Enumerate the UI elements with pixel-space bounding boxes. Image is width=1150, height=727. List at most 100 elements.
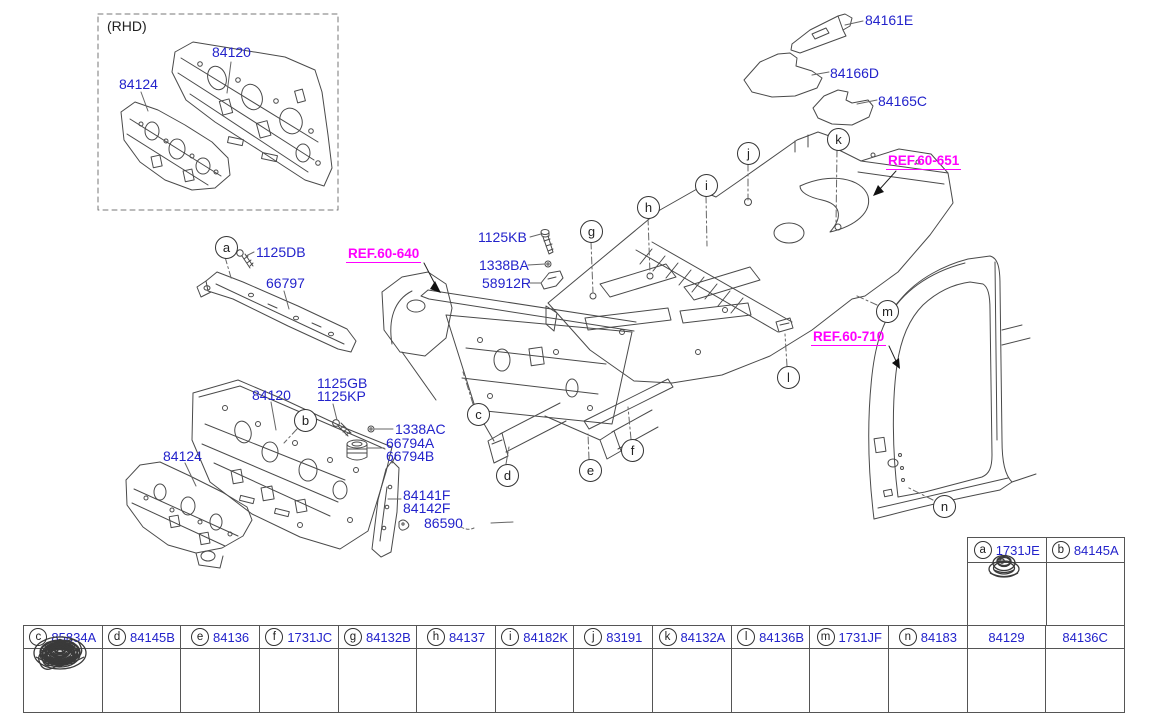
part-label-86590[interactable]: 86590 (424, 515, 463, 531)
part-label-58912R[interactable]: 58912R (482, 275, 532, 291)
part-label-84142F[interactable]: 84142F (403, 500, 451, 516)
part-number[interactable]: 1731JF (838, 629, 882, 645)
part-number[interactable]: 84137 (448, 629, 486, 645)
part-label-1338AC[interactable]: 1338AC (395, 421, 446, 437)
callout-badge-h: h (426, 628, 445, 646)
pad-84165C-drawing (812, 89, 878, 126)
part-label-66794B[interactable]: 66794B (386, 448, 435, 464)
ref-link-60-640[interactable]: REF.60-640 (346, 246, 422, 263)
part-number[interactable]: 84145B (130, 629, 175, 645)
part-label-1338BA[interactable]: 1338BA (479, 257, 529, 273)
callout-badge-n: n (898, 628, 917, 646)
table-cell-84183: n 84183 (42, 626, 967, 712)
table-cell-84145B: d 84145B (33, 626, 181, 712)
callout-badge-j: j (584, 628, 603, 646)
callout-badge-g: g (343, 628, 362, 646)
part-number[interactable]: 84132B (365, 629, 411, 645)
side-panel-drawing (868, 255, 1037, 520)
part-number[interactable]: 83191 (606, 629, 643, 645)
part-label-84161E[interactable]: 84161E (865, 12, 914, 28)
insulator-84124-drawing (125, 461, 253, 569)
table-cell-84132A: k 84132A (44, 626, 731, 712)
plug-parts-table: c 85834A d 84145B (23, 625, 1125, 713)
table-cell-84136: e 84136 (45, 626, 259, 712)
part-number[interactable]: 1731JC (287, 629, 333, 645)
callout-n: n (933, 495, 956, 518)
part-number[interactable]: 84182K (523, 629, 569, 645)
part-number[interactable]: 84129 (988, 629, 1025, 645)
callout-badge-i: i (501, 628, 520, 646)
part-number[interactable]: 84136C (1062, 629, 1108, 645)
callout-m: m (876, 300, 899, 323)
part-number[interactable]: 84136 (213, 629, 250, 645)
strip-84141F-drawing (371, 454, 402, 558)
bolt-1125KB-drawing (529, 229, 554, 255)
part-label-84124[interactable]: 84124 (163, 448, 202, 464)
bracket-58912R-drawing (529, 270, 564, 290)
callout-i: i (695, 174, 718, 197)
firewall-assembly-drawing (381, 271, 674, 464)
part-number[interactable]: 84136B (759, 629, 804, 645)
callout-c: c (467, 403, 490, 426)
part-number[interactable]: 84145A (1073, 542, 1119, 558)
part-label-1125GB[interactable]: 1125GB (317, 375, 368, 391)
table-cell-84137: h 84137 (38, 626, 495, 712)
bolt-1125DB-drawing (236, 249, 255, 269)
part-label-84166D[interactable]: 84166D (830, 65, 880, 81)
callout-badge-a: a (973, 541, 992, 559)
callout-badge-l: l (737, 628, 756, 646)
callout-k: k (827, 128, 850, 151)
callout-j: j (737, 142, 760, 165)
part-label-rhd-84120[interactable]: 84120 (212, 44, 251, 60)
grommet-stem-icon (992, 556, 1016, 575)
table-cell-83191: j 83191 (42, 626, 653, 712)
table-cell-84132B: g 84132B (45, 626, 417, 712)
table-cell-84136B: l 84136B (39, 626, 810, 712)
table-cell-1731JC: f 1731JC (45, 626, 338, 712)
ref-link-60-710[interactable]: REF.60-710 (811, 329, 887, 346)
rhd-insulator-84124-drawing (120, 91, 231, 191)
part-label-1125KP[interactable]: 1125KP (317, 388, 366, 404)
part-label-84165C[interactable]: 84165C (878, 93, 928, 109)
callout-badge-b: b (1051, 541, 1070, 559)
callout-leader-lines (224, 149, 934, 501)
table-cell-84129: 84129 (41, 626, 1046, 712)
part-label-84141F[interactable]: 84141F (403, 487, 451, 503)
callout-badge-d: d (108, 628, 127, 646)
nut-1338AC-drawing (367, 425, 394, 433)
rhd-inset-box (97, 13, 339, 211)
callout-badge-e: e (191, 628, 210, 646)
side-parts-table: a 1731JE b 84145A (967, 537, 1125, 626)
table-cell-1731JF: m 1731JF (46, 626, 889, 712)
part-label-66797[interactable]: 66797 (266, 275, 305, 291)
part-label-66794A[interactable]: 66794A (386, 435, 435, 451)
rhd-dash-panel-84120-drawing (171, 41, 333, 187)
callout-e: e (579, 459, 602, 482)
table-cell-84145A: b 84145A (992, 538, 1124, 625)
ref-link-60-651[interactable]: REF.60-651 (886, 153, 962, 170)
cross-plug-icon (39, 640, 81, 668)
callout-a: a (215, 236, 238, 259)
part-label-84120[interactable]: 84120 (252, 387, 291, 403)
callout-h: h (637, 196, 660, 219)
part-label-rhd-84124[interactable]: 84124 (119, 76, 158, 92)
callout-badge-m: m (816, 628, 835, 646)
callout-f: f (621, 439, 644, 462)
nut-1338BA-drawing (527, 260, 552, 268)
callout-l: l (777, 366, 800, 389)
cowl-bar-66797-drawing (196, 271, 357, 353)
callout-badge-f: f (265, 628, 284, 646)
oval-pad-icon (41, 642, 79, 666)
pad-84166D-drawing (743, 52, 830, 98)
bolt-1125GB-drawing (332, 403, 352, 437)
part-number[interactable]: 84183 (920, 629, 957, 645)
part-number[interactable]: 84132A (680, 629, 726, 645)
part-number[interactable]: 1731JE (995, 542, 1040, 558)
callout-b: b (294, 409, 317, 432)
clip-86590-drawing (398, 519, 514, 531)
table-cell-84182K: i 84182K (44, 626, 574, 712)
part-label-1125DB[interactable]: 1125DB (256, 244, 306, 260)
rhd-caption: (RHD) (107, 18, 147, 34)
part-label-1125KB[interactable]: 1125KB (478, 229, 527, 245)
